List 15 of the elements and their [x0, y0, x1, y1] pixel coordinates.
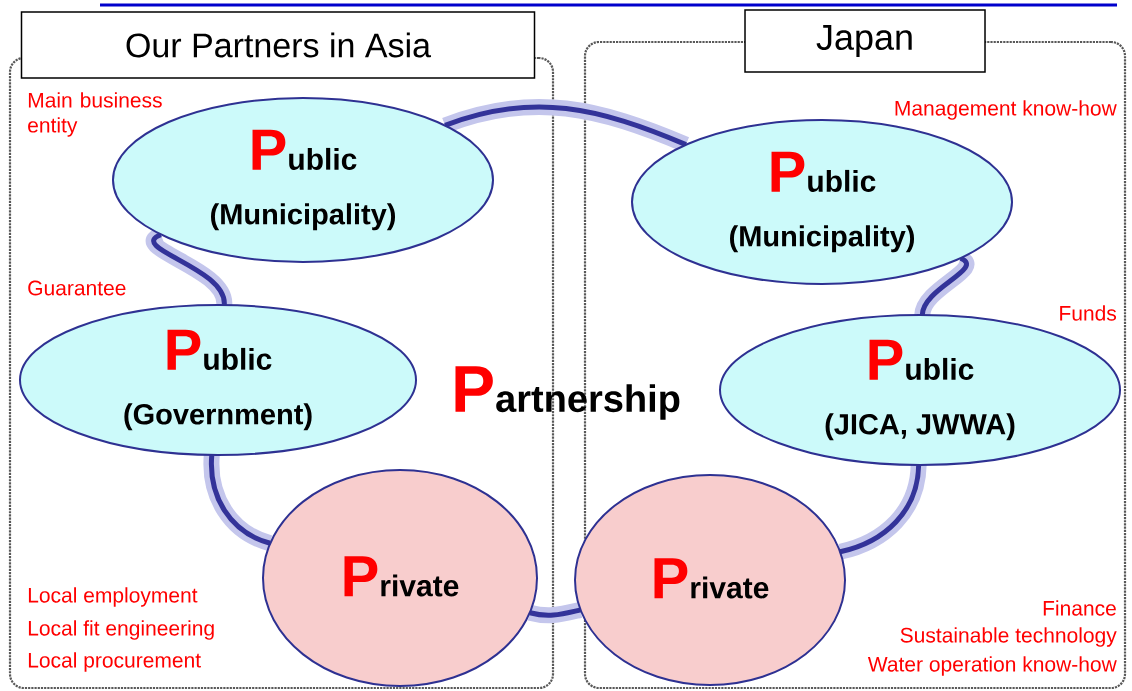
side-note: Local employment: [28, 587, 198, 607]
side-note: Sustainable technology: [900, 627, 1117, 647]
side-note: Water operation know-how: [867, 656, 1117, 676]
heading-box: Japan: [744, 9, 986, 73]
ring-line: [203, 454, 273, 551]
side-note: Guarantee: [28, 280, 126, 296]
ring-line: [838, 464, 927, 560]
ring-line: [442, 99, 689, 152]
heading-box: Our Partners in Asia: [20, 11, 536, 79]
ring-line: [528, 602, 583, 624]
side-note: Management know-how: [895, 100, 1117, 120]
center-title: Partnership: [455, 366, 680, 420]
side-note: Local procurement: [28, 652, 201, 672]
side-note: Finance: [1043, 600, 1116, 616]
side-note: Local fit engineering: [28, 620, 214, 640]
